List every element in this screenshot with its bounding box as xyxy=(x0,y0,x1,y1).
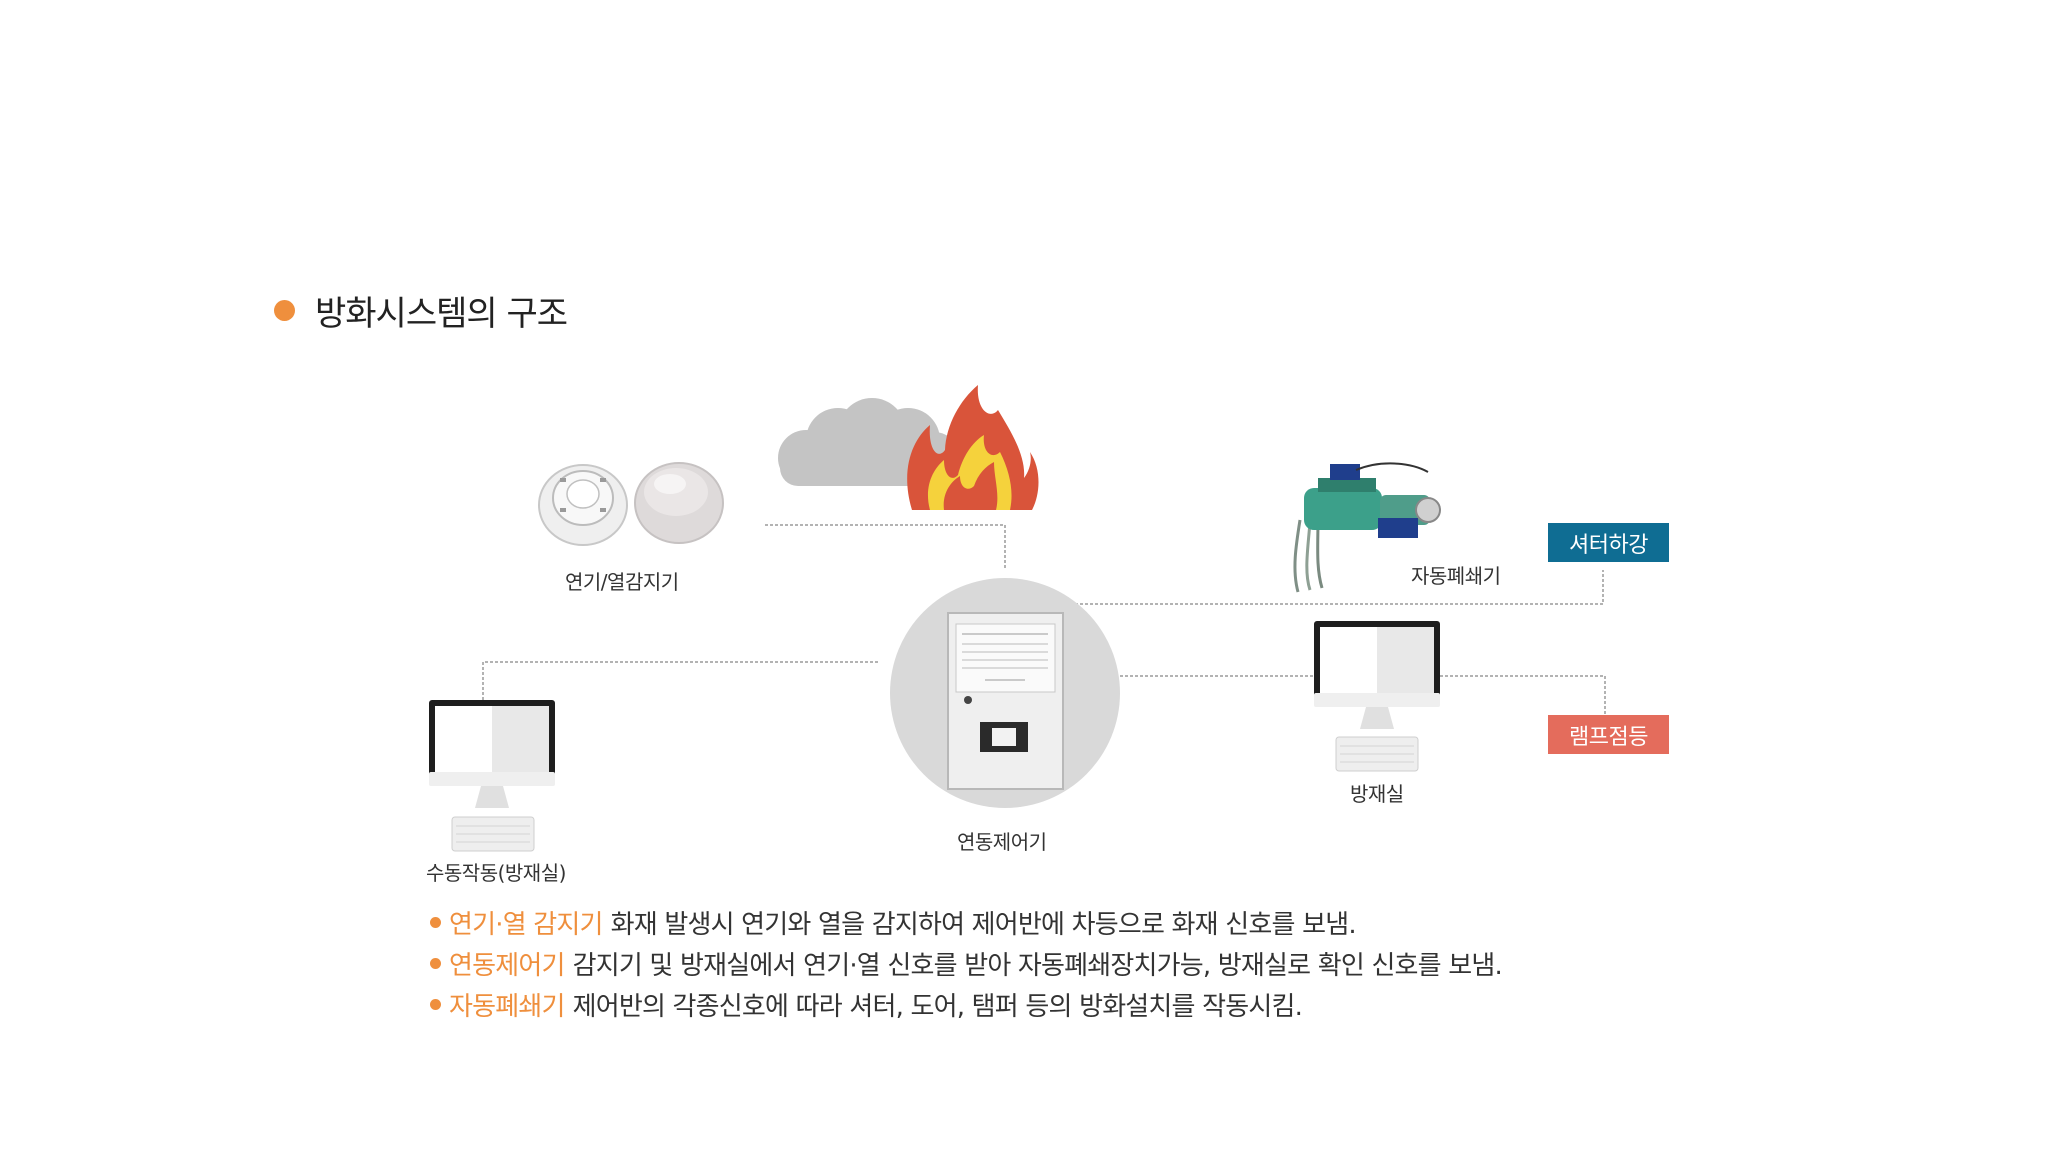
connector-lines xyxy=(482,524,1606,715)
section-header: 방화시스템의 구조 xyxy=(274,286,568,335)
bullet-icon xyxy=(430,999,441,1010)
manual-monitor-icon xyxy=(429,700,555,852)
control-room-label: 방재실 xyxy=(1350,782,1404,806)
description-term: 연동제어기 xyxy=(449,951,565,981)
description-text: 감지기 및 방재실에서 연기·열 신호를 받아 자동폐쇄장치가능, 방재실로 확… xyxy=(572,951,1503,981)
controller-icon xyxy=(890,578,1120,808)
manual-operation-label: 수동작동(방재실) xyxy=(426,861,566,885)
description-term: 연기·열 감지기 xyxy=(449,910,603,940)
bullet-icon xyxy=(430,958,441,969)
description-text: 제어반의 각종신호에 따라 셔터, 도어, 탬퍼 등의 방화설치를 작동시킴. xyxy=(572,992,1303,1022)
controller-label: 연동제어기 xyxy=(957,830,1047,854)
manual-connector xyxy=(482,661,880,700)
flame-icon xyxy=(907,385,1039,510)
lamp-on-tag: 램프점등 xyxy=(1548,715,1669,754)
smoke-detector-icon xyxy=(538,464,628,546)
bullet-icon xyxy=(274,300,295,321)
heat-detector-icon xyxy=(634,462,724,544)
auto-closer-icon xyxy=(1293,462,1441,593)
description-text: 화재 발생시 연기와 열을 감지하여 제어반에 차등으로 화재 신호를 보냄. xyxy=(610,910,1357,940)
shutter-down-tag: 셔터하강 xyxy=(1548,523,1669,562)
auto-closer-label: 자동폐쇄기 xyxy=(1411,564,1501,588)
lamp-connector xyxy=(1440,675,1606,715)
detector-label: 연기/열감지기 xyxy=(565,570,679,594)
closer-connector xyxy=(1070,570,1604,605)
bullet-icon xyxy=(430,917,441,928)
page-title: 방화시스템의 구조 xyxy=(315,294,568,334)
description-term: 자동폐쇄기 xyxy=(449,992,565,1022)
detector-connector xyxy=(765,524,1006,568)
control-room-monitor-icon xyxy=(1314,621,1440,772)
